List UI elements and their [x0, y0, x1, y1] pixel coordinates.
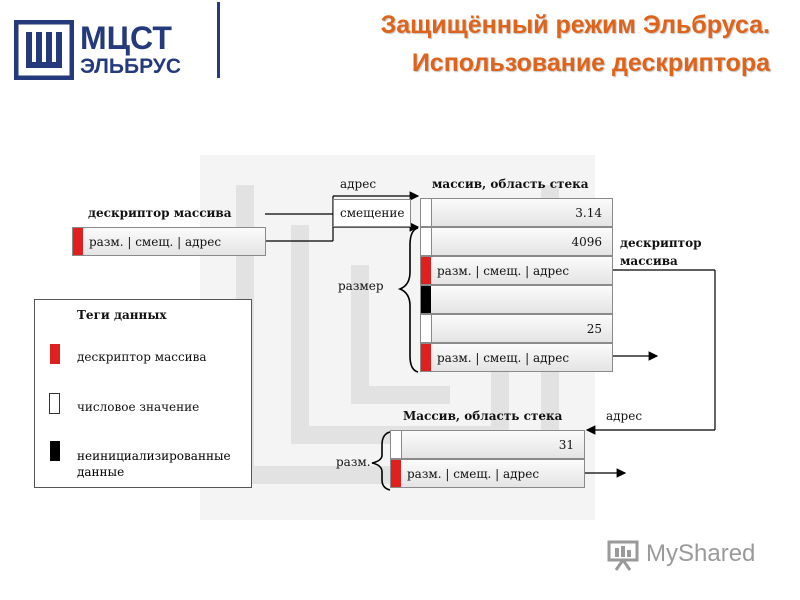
legend-label-descriptor: дескриптор массива	[77, 350, 207, 364]
offset-cell: смещение	[333, 199, 411, 227]
legend-swatch-descriptor	[50, 344, 60, 364]
presentation-icon	[607, 540, 639, 571]
array1-row-3: разм. | смещ. | адрес	[420, 256, 613, 285]
descriptor-cell: разм. | смещ. | адрес	[72, 227, 266, 256]
array2-size-label: разм.	[336, 455, 371, 469]
offset-label: смещение	[340, 206, 405, 220]
array2-row-2-tag	[391, 460, 401, 487]
array1-row-1: 3.14	[420, 198, 613, 227]
address-label: адрес	[340, 177, 377, 191]
array1-row-2: 4096	[420, 227, 613, 256]
legend-swatch-uninit	[50, 441, 60, 461]
legend-label-uninit: неинициализированные данные	[77, 449, 231, 479]
array1-row-5: 25	[420, 314, 613, 343]
array1-row-6-tag	[421, 344, 431, 371]
descriptor-fields: разм. | смещ. | адрес	[89, 235, 222, 249]
array1-row-2-value: 4096	[571, 235, 602, 249]
legend-label-number: числовое значение	[77, 400, 200, 414]
watermark-text: MyShared	[646, 540, 756, 567]
array2-row-2: разм. | смещ. | адрес	[390, 459, 585, 488]
array2-row-1-value: 31	[558, 438, 574, 452]
array1-title: массив, область стека	[432, 177, 589, 191]
array1-row-6-value: разм. | смещ. | адрес	[437, 351, 570, 365]
legend-swatch-number	[49, 393, 60, 414]
legend-title: Теги данных	[77, 308, 167, 322]
descriptor-right-label-1: дескриптор	[620, 236, 702, 250]
logo-emblem-icon	[14, 20, 74, 80]
page-title-line2: Использование дескриптора	[411, 49, 770, 77]
descriptor-label: дескриптор массива	[88, 206, 232, 220]
array2-row-2-value: разм. | смещ. | адрес	[407, 467, 540, 481]
array1-row-1-tag	[421, 199, 432, 226]
watermark: MyShared	[606, 536, 776, 576]
array2-address-label: адрес	[606, 409, 643, 423]
array2-row-1-tag	[391, 431, 402, 458]
logo-divider	[217, 2, 220, 78]
array1-row-1-value: 3.14	[575, 206, 602, 220]
logo-line2: ЭЛЬБРУС	[80, 55, 182, 78]
array2-row-1: 31	[390, 430, 585, 459]
array1-row-3-value: разм. | смещ. | адрес	[437, 264, 570, 278]
page-title-line1: Защищённый режим Эльбруса.	[380, 11, 770, 39]
array1-row-2-tag	[421, 228, 432, 255]
logo: МЦСТ ЭЛЬБРУС	[14, 20, 224, 80]
descriptor-right-label-2: массива	[620, 254, 678, 268]
array1-row-5-tag	[421, 315, 432, 342]
legend: Теги данных дескриптор массива числовое …	[34, 299, 252, 488]
array2-title: Массив, область стека	[403, 409, 563, 423]
array1-row-6: разм. | смещ. | адрес	[420, 343, 613, 372]
array1-row-5-value: 25	[586, 322, 602, 336]
descriptor-tag	[73, 228, 83, 255]
array1-row-4	[420, 285, 613, 314]
array1-row-4-tag	[421, 286, 431, 313]
logo-line1: МЦСТ	[80, 20, 172, 56]
size-label: размер	[338, 279, 384, 293]
array1-row-3-tag	[421, 257, 431, 284]
